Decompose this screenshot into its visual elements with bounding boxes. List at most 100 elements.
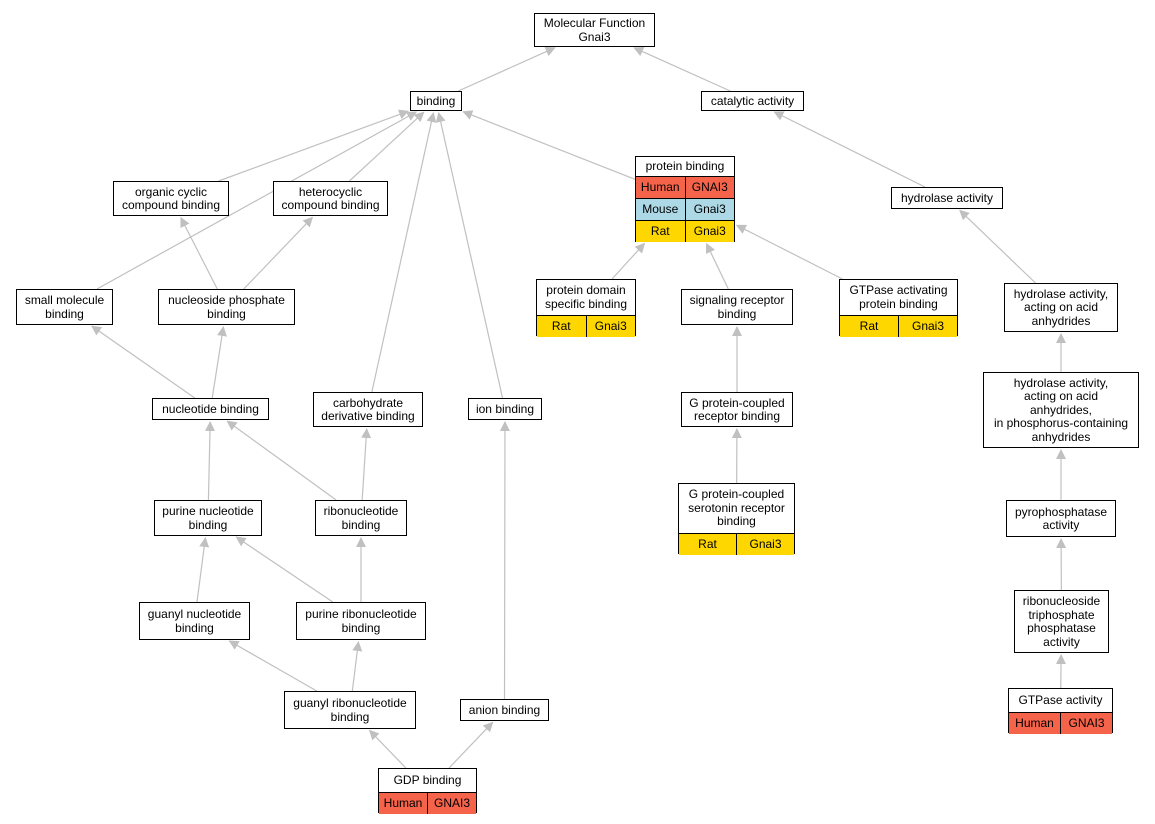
node-guanyl-ribonucleotide[interactable]: guanyl ribonucleotide binding	[284, 691, 416, 729]
node-label: ion binding	[475, 401, 535, 416]
gene-symbol: Gnai3	[898, 316, 957, 337]
species-row-human: Human GNAI3	[1009, 712, 1112, 734]
node-organic-cyclic[interactable]: organic cyclic compound binding	[113, 181, 229, 216]
node-gpcr-serotonin[interactable]: G protein-coupled serotonin receptor bin…	[678, 483, 795, 555]
edge-guanyl_ribonucleotide-to-purine_ribonucleotide	[351, 640, 363, 692]
gene-symbol: GNAI3	[1060, 713, 1112, 734]
node-pyrophosphatase[interactable]: pyrophosphatase activity	[1006, 500, 1116, 537]
node-gpcr-binding[interactable]: G protein-coupled receptor binding	[681, 392, 793, 427]
node-carbohydrate[interactable]: carbohydrate derivative binding	[313, 392, 423, 427]
edge-nucleotide_binding-to-small_molecule	[91, 325, 196, 399]
node-label: carbohydrate derivative binding	[321, 395, 415, 423]
edge-catalytic_activity-to-molecular_function	[633, 46, 731, 92]
node-label: nucleotide binding	[162, 401, 259, 416]
node-label: G protein-coupled receptor binding	[689, 395, 785, 423]
edge-gdp_binding-to-anion_binding	[448, 721, 494, 769]
node-label: ribonucleoside triphosphate phosphatase …	[1022, 594, 1101, 649]
node-purine-nucleotide[interactable]: purine nucleotide binding	[154, 500, 262, 536]
edge-guanyl_ribonucleotide-to-guanyl_nucleotide	[228, 640, 318, 692]
node-molecular-function[interactable]: Molecular Function Gnai3	[534, 13, 655, 47]
species-name: Human	[640, 180, 680, 194]
node-anion-binding[interactable]: anion binding	[460, 699, 549, 721]
edge-protein_binding-to-binding	[462, 110, 636, 180]
edge-ribonucleotide-to-nucleotide_binding	[226, 420, 337, 501]
edge-ion_binding-to-binding	[435, 111, 504, 399]
gene-symbol: GNAI3	[684, 177, 735, 198]
node-label: guanyl ribonucleotide binding	[293, 696, 407, 724]
species-name: Rat	[650, 224, 670, 238]
edge-gtpase_activating-to-protein_binding	[735, 224, 843, 280]
edge-small_molecule-to-binding	[96, 111, 418, 290]
species-name: Mouse	[642, 202, 679, 216]
edge-carbohydrate-to-binding	[371, 111, 437, 393]
node-label: pyrophosphatase activity	[1014, 504, 1108, 532]
species-name: Human	[1015, 716, 1054, 730]
node-ion-binding[interactable]: ion binding	[468, 398, 542, 420]
edge-nucleoside_phosphate-to-organic_cyclic	[180, 216, 218, 290]
gene-symbol: Gnai3	[736, 534, 794, 555]
edge-purine_nucleotide-to-nucleotide_binding	[204, 420, 215, 501]
node-ribonucleoside-tp[interactable]: ribonucleoside triphosphate phosphatase …	[1014, 590, 1109, 653]
node-label: GDP binding	[393, 772, 462, 787]
species-row-human: Human GNAI3	[379, 792, 476, 814]
edge-ribonucleotide-to-carbohydrate	[361, 427, 372, 501]
node-binding[interactable]: binding	[410, 91, 462, 111]
edge-guanyl_nucleotide-to-purine_nucleotide	[196, 536, 210, 603]
node-hydrolase-acid[interactable]: hydrolase activity, acting on acid anhyd…	[1004, 283, 1118, 332]
node-nucleoside-phosphate[interactable]: nucleoside phosphate binding	[158, 289, 295, 325]
node-label: protein domain specific binding	[544, 283, 628, 311]
gene-symbol: Gnai3	[585, 316, 636, 337]
node-label: GTPase activating protein binding	[849, 283, 948, 311]
edge-heterocyclic-to-binding	[349, 111, 425, 182]
edge-purine_ribonucleotide-to-purine_nucleotide	[235, 536, 334, 603]
gene-symbol: GNAI3	[427, 793, 476, 814]
node-label: anion binding	[468, 702, 541, 717]
node-label: protein binding	[645, 158, 725, 173]
node-label: Molecular Function Gnai3	[543, 16, 646, 44]
node-label: small molecule binding	[24, 293, 105, 321]
node-label: signaling receptor binding	[689, 293, 785, 321]
node-label: binding	[416, 93, 456, 108]
species-row-rat: Rat Gnai3	[537, 315, 635, 337]
node-nucleotide-binding[interactable]: nucleotide binding	[152, 398, 269, 420]
node-label: purine nucleotide binding	[162, 504, 254, 532]
gene-symbol: Gnai3	[684, 221, 735, 242]
species-name: Rat	[698, 537, 717, 551]
species-row-rat: Rat Gnai3	[840, 315, 957, 337]
node-small-molecule[interactable]: small molecule binding	[16, 289, 113, 325]
node-label: hydrolase activity, acting on acid anhyd…	[1013, 286, 1109, 328]
node-purine-ribonucleotide[interactable]: purine ribonucleotide binding	[296, 602, 426, 640]
node-label: hydrolase activity	[900, 190, 994, 205]
node-heterocyclic[interactable]: heterocyclic compound binding	[273, 181, 388, 216]
node-label: GTPase activity	[1018, 692, 1103, 707]
node-catalytic-activity[interactable]: catalytic activity	[701, 91, 804, 111]
node-label: purine ribonucleotide binding	[305, 607, 417, 635]
node-hydrolase-phospho[interactable]: hydrolase activity, acting on acid anhyd…	[983, 372, 1139, 448]
node-hydrolase-activity[interactable]: hydrolase activity	[891, 187, 1003, 209]
node-label: nucleoside phosphate binding	[168, 293, 285, 321]
species-row-rat: Rat Gnai3	[636, 220, 734, 242]
edge-signaling_receptor-to-protein_binding	[705, 242, 729, 290]
species-row-human: Human GNAI3	[636, 176, 734, 198]
edge-organic_cyclic-to-binding	[218, 109, 410, 182]
node-ribonucleotide[interactable]: ribonucleotide binding	[315, 500, 407, 536]
edge-binding-to-molecular_function	[458, 46, 556, 92]
edge-protein_domain-to-protein_binding	[611, 242, 646, 280]
node-label: heterocyclic compound binding	[281, 184, 380, 212]
species-name: Human	[383, 796, 423, 810]
node-label: guanyl nucleotide binding	[147, 607, 242, 635]
gene-symbol: Gnai3	[684, 199, 735, 220]
node-signaling-receptor[interactable]: signaling receptor binding	[681, 289, 793, 325]
node-label: organic cyclic compound binding	[121, 184, 221, 212]
edge-hydrolase_activity-to-catalytic_activity	[773, 111, 926, 188]
species-name: Rat	[859, 319, 879, 333]
species-row-mouse: Mouse Gnai3	[636, 198, 734, 220]
node-label: hydrolase activity, acting on acid anhyd…	[993, 375, 1129, 444]
species-name: Rat	[551, 319, 571, 333]
node-guanyl-nucleotide[interactable]: guanyl nucleotide binding	[139, 602, 250, 640]
